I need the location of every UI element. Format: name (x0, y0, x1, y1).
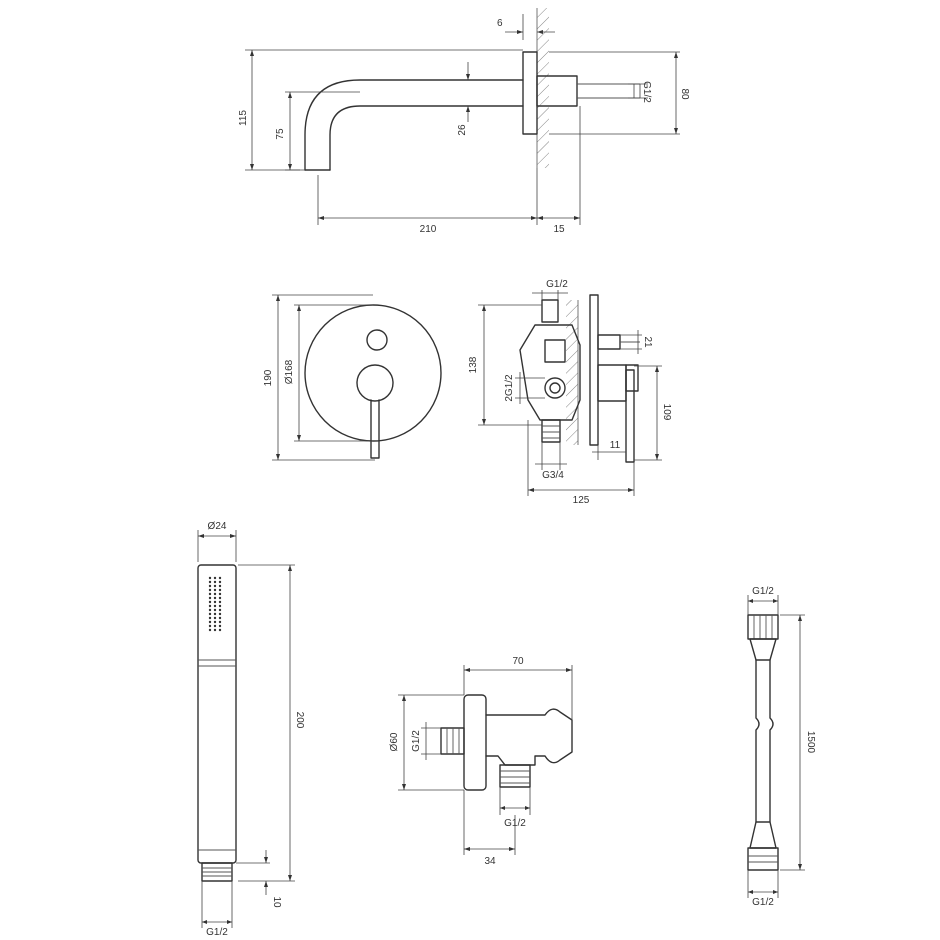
nozzle-dot (208, 612, 212, 616)
dim-mixer-height: 190 (263, 369, 274, 386)
nozzle-dot (213, 620, 217, 624)
nozzle-dot (213, 628, 217, 632)
dim-hose-bottom-thread: G1/2 (752, 897, 774, 908)
hand-shower-dimensions (197, 530, 295, 928)
nozzle-dot (208, 580, 212, 584)
nozzle-dot (208, 584, 212, 588)
nozzle-dot (208, 596, 212, 600)
dim-shower-diameter: Ø24 (208, 521, 227, 532)
nozzle-dot (218, 584, 222, 588)
diverter-knob (366, 329, 388, 351)
dim-outlet-diameter: Ø60 (389, 732, 400, 751)
dim-hose-length: 1500 (805, 731, 816, 754)
hose-body (747, 614, 779, 871)
wall-outlet-body (440, 694, 573, 791)
dim-side-thread: 2G1/2 (504, 374, 515, 402)
hand-shower-body (197, 564, 237, 882)
dim-total-height: 115 (238, 110, 249, 126)
dim-projection: 210 (420, 224, 437, 235)
nozzle-dot (208, 576, 212, 580)
dim-plate-diameter: Ø168 (284, 359, 295, 384)
mixer-side-view: G1/2 138 2G1/2 21 109 11 G3/4 125 (468, 279, 672, 506)
dim-plate-depth: 15 (553, 224, 565, 235)
nozzle-dot (213, 604, 217, 608)
nozzle-dot (213, 592, 217, 596)
nozzle-dot (208, 592, 212, 596)
nozzle-dot (218, 608, 222, 612)
nozzle-dot (213, 612, 217, 616)
nozzle-dot (208, 588, 212, 592)
nozzle-dot (218, 600, 222, 604)
dim-body-height: 138 (468, 356, 479, 373)
dim-bottom-thread: G3/4 (542, 470, 564, 481)
nozzle-dot (218, 624, 222, 628)
nozzle-dot (218, 592, 222, 596)
nozzle-dot (213, 576, 217, 580)
nozzle-dot (213, 596, 217, 600)
nozzle-dot (208, 620, 212, 624)
dim-top-thread: G1/2 (546, 279, 568, 290)
dim-handle-depth: 11 (610, 440, 621, 451)
spout-dimensions (245, 14, 680, 225)
hand-shower-nozzles (208, 576, 222, 632)
nozzle-dot (218, 616, 222, 620)
mixer-lever (370, 399, 380, 459)
mixer-valve-body (519, 299, 581, 443)
dim-outlet-height: 75 (275, 128, 286, 140)
dim-spout-diameter: 26 (457, 124, 468, 136)
nozzle-dot (208, 608, 212, 612)
nozzle-dot (218, 604, 222, 608)
nozzle-dot (218, 620, 222, 624)
spout-wall-pipe (536, 75, 641, 107)
nozzle-dot (218, 596, 222, 600)
hose-dimensions (747, 595, 805, 898)
dim-outlet-offset: 34 (484, 856, 496, 867)
spout-view: 6 115 75 26 G1/2 80 210 15 (238, 8, 690, 235)
mixer-wall (566, 300, 579, 445)
dim-shower-thread: G1/2 (206, 927, 228, 938)
dim-shower-length: 200 (294, 712, 305, 729)
nozzle-dot (218, 588, 222, 592)
dim-right-height: 109 (661, 404, 672, 421)
mixer-front-view: 190 Ø168 (263, 294, 442, 461)
dim-spout-thread: G1/2 (641, 81, 652, 103)
hand-shower-view: Ø24 200 10 G1/2 (197, 521, 305, 938)
dim-outlet-inlet-thread: G1/2 (411, 730, 422, 752)
nozzle-dot (213, 608, 217, 612)
nozzle-dot (208, 604, 212, 608)
mixer-cover-plate (304, 304, 442, 442)
nozzle-dot (218, 576, 222, 580)
mixer-side-dimensions (478, 290, 662, 496)
spout-wall-plate (522, 51, 538, 135)
nozzle-dot (213, 600, 217, 604)
lever-hub (356, 364, 394, 402)
nozzle-dot (213, 580, 217, 584)
nozzle-dot (208, 600, 212, 604)
dim-plate-height: 80 (679, 88, 690, 100)
wall-outlet-view: 70 Ø60 G1/2 G1/2 34 (389, 656, 573, 867)
dim-outlet-depth: 70 (512, 656, 524, 667)
nozzle-dot (218, 612, 222, 616)
mixer-side-plate (589, 294, 599, 446)
dim-outlet-outlet-thread: G1/2 (504, 818, 526, 829)
nozzle-dot (218, 580, 222, 584)
dim-right-small: 21 (642, 336, 653, 348)
dim-hose-top-thread: G1/2 (752, 586, 774, 597)
nozzle-dot (213, 588, 217, 592)
wall-outlet-dimensions (398, 665, 573, 855)
dim-shower-thread-length: 10 (271, 896, 282, 908)
nozzle-dot (213, 624, 217, 628)
nozzle-dot (208, 628, 212, 632)
nozzle-dot (208, 624, 212, 628)
nozzle-dot (213, 584, 217, 588)
nozzle-dot (218, 628, 222, 632)
mixer-front-dimensions (272, 294, 375, 461)
hose-view: G1/2 1500 G1/2 (747, 586, 816, 908)
spout-body (304, 79, 524, 171)
nozzle-dot (213, 616, 217, 620)
nozzle-dot (208, 616, 212, 620)
dim-total-depth: 125 (573, 495, 590, 506)
dim-wall-plate: 6 (497, 18, 503, 29)
